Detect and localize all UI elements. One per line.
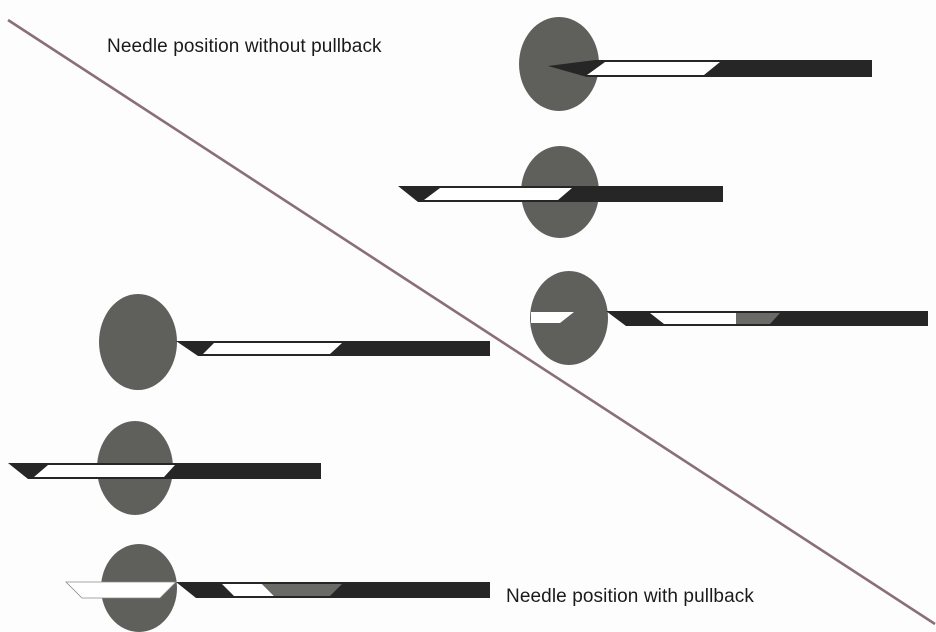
needle-without-pullback-1 [519, 17, 872, 111]
diagonal-divider [7, 18, 936, 626]
needle-lumen [34, 465, 175, 477]
needle-lumen [587, 62, 720, 75]
needle-with-pullback-1 [99, 294, 490, 390]
tissue-ellipse [530, 271, 608, 365]
needle-without-pullback-2 [398, 146, 723, 238]
needle-lumen [650, 313, 736, 324]
tissue-ellipse [519, 17, 599, 111]
needle-lumen [424, 188, 572, 200]
needle-without-pullback-3 [530, 271, 928, 365]
caption-without-pullback: Needle position without pullback [107, 36, 382, 57]
needle-lumen [203, 343, 342, 354]
tissue-cut-track [531, 312, 574, 323]
caption-with-pullback: Needle position with pullback [506, 586, 754, 607]
withdrawn-lumen [65, 581, 177, 599]
shaded-segment [262, 584, 342, 596]
needle-lumen [222, 584, 274, 596]
needle-with-pullback-2 [8, 421, 321, 515]
needle-with-pullback-3 [65, 544, 490, 632]
shaded-segment [736, 313, 780, 324]
tissue-ellipse [99, 294, 177, 390]
